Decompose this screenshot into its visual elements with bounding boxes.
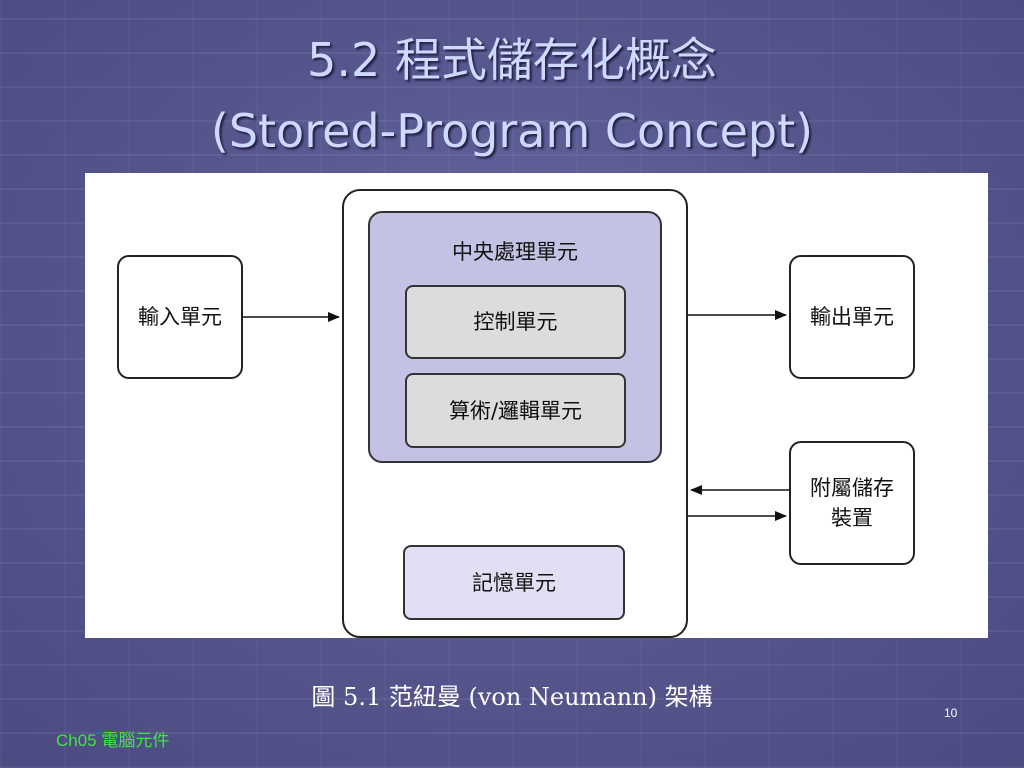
slide-title-line2: (Stored-Program Concept): [210, 104, 814, 158]
slide-title-line1: 5.2 程式儲存化概念: [307, 33, 717, 87]
output-unit-box: 輸出單元: [789, 255, 915, 379]
memory-unit-box: 記憶單元: [403, 545, 625, 620]
page-number: 10: [944, 706, 958, 720]
auxiliary-storage-box: 附屬儲存 裝置: [789, 441, 915, 565]
footer-chapter: Ch05 電腦元件: [56, 731, 170, 750]
figure-caption: 圖 5.1 范紐曼 (von Neumann) 架構: [311, 683, 713, 711]
alu-box: 算術/邏輯單元: [405, 373, 626, 448]
control-unit-box: 控制單元: [405, 285, 626, 359]
diagram-panel: 輸入單元 中央處理單元 控制單元 算術/邏輯單元 記憶單元 輸出單元 附屬儲存 …: [85, 173, 988, 638]
input-unit-box: 輸入單元: [117, 255, 243, 379]
